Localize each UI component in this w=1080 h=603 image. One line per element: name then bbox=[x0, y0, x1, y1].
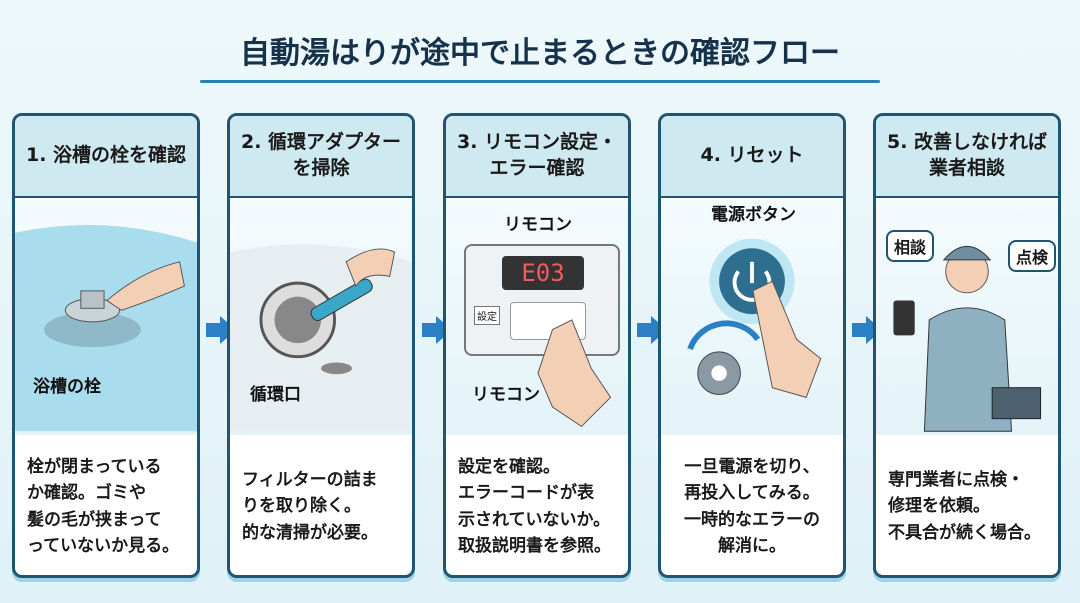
settings-button[interactable]: 設定 bbox=[474, 306, 500, 325]
step-heading: 1. 浴槽の栓を確認 bbox=[15, 116, 197, 198]
reset-illustration: 電源ボタン bbox=[661, 200, 843, 435]
step-heading: 2. 循環アダプター を掃除 bbox=[230, 116, 412, 198]
step-card-5: 5. 改善しなければ 業者相談 相談 点検 専門業者に点検・ 修理を依頼。 不具… bbox=[873, 113, 1061, 578]
plug-label: 浴槽の栓 bbox=[33, 377, 101, 397]
title-underline bbox=[200, 80, 880, 83]
step-card-1: 1. 浴槽の栓を確認 浴槽の栓 栓が閉まっている か確認。ゴミや 髪の毛が挟まっ… bbox=[12, 113, 200, 578]
technician-illustration: 相談 点検 bbox=[876, 200, 1058, 435]
step-description: 設定を確認。 エラーコードが表 示されていないか。 取扱説明書を参照。 bbox=[458, 456, 611, 556]
step-description: 一旦電源を切り、 再投入してみる。 一時的なエラーの 解消に。 bbox=[684, 456, 820, 556]
error-display: E03 bbox=[502, 256, 584, 290]
step-heading: 5. 改善しなければ 業者相談 bbox=[876, 116, 1058, 198]
inlet-label: 循環口 bbox=[250, 385, 301, 405]
remote-label-2: リモコン bbox=[472, 385, 540, 405]
consult-bubble: 相談 bbox=[886, 230, 935, 262]
step-card-2: 2. 循環アダプター を掃除 循環口 フィルターの詰ま りを取り除く。 的な清掃… bbox=[227, 113, 415, 578]
step-card-4: 4. リセット 電源ボタン 一旦電源を切り、 再投入してみる。 一時的なエラーの… bbox=[658, 113, 846, 578]
step-description: 栓が閉まっている か確認。ゴミや 髪の毛が挟まって っていないか見る。 bbox=[27, 456, 180, 556]
page-title: 自動湯はりが途中で止まるときの確認フロー bbox=[240, 36, 840, 71]
inspect-bubble: 点検 bbox=[1008, 240, 1057, 272]
remote-illustration: リモコン E03 設定 リモコン bbox=[446, 200, 628, 435]
step-heading: 3. リモコン設定・ エラー確認 bbox=[446, 116, 628, 198]
power-button-label: 電源ボタン bbox=[711, 205, 796, 225]
step-description: フィルターの詰ま りを取り除く。 的な清掃が必要。 bbox=[242, 469, 378, 543]
remote-label: リモコン bbox=[504, 215, 572, 235]
step-description: 専門業者に点検・ 修理を依頼。 不具合が続く場合。 bbox=[888, 469, 1041, 543]
bathtub-plug-illustration: 浴槽の栓 bbox=[15, 200, 197, 435]
remote-panel: E03 設定 bbox=[464, 244, 620, 356]
circulation-adapter-illustration: 循環口 bbox=[230, 200, 412, 435]
step-heading: 4. リセット bbox=[661, 116, 843, 198]
step-card-3: 3. リモコン設定・ エラー確認 リモコン E03 設定 リモコン 設定を確認。… bbox=[443, 113, 631, 578]
